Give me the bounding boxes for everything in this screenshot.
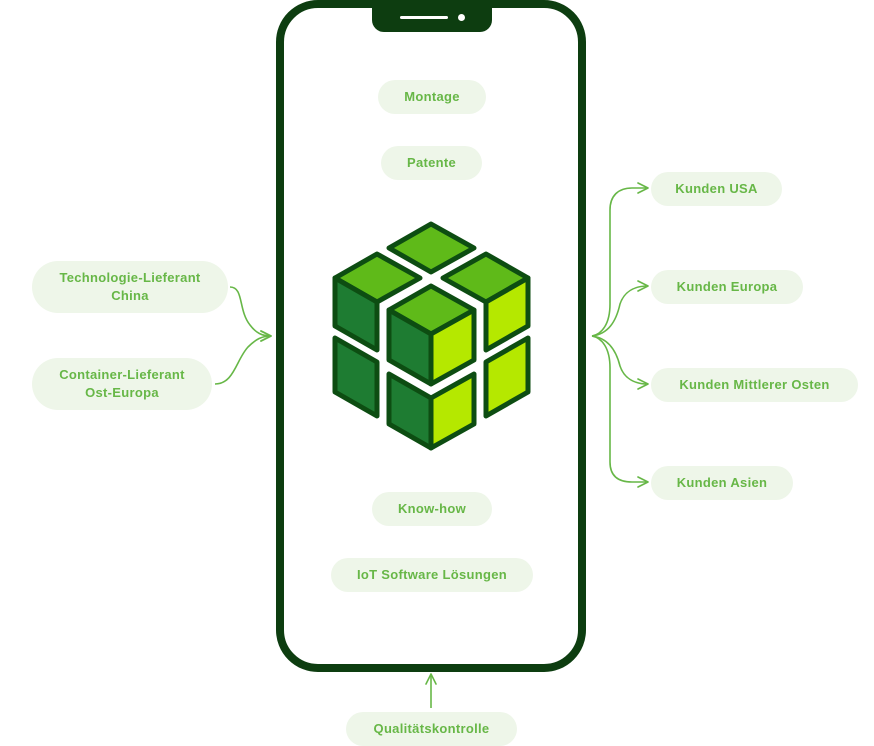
pill-montage: Montage xyxy=(378,80,486,114)
cube-right-bottom xyxy=(483,335,531,419)
arrow-kunden-asien xyxy=(591,335,649,488)
arrow-china xyxy=(229,286,272,342)
pill-montage-label: Montage xyxy=(404,89,460,104)
pill-qualitaetskontrolle-label: Qualitätskontrolle xyxy=(373,721,490,736)
pill-patente-label: Patente xyxy=(406,155,457,170)
supplier-china-line1: Technologie-Lieferant xyxy=(59,270,201,285)
pill-kunden-asien-label: Kunden Asien xyxy=(676,475,768,490)
pill-kunden-asien: Kunden Asien xyxy=(651,466,793,500)
notch-camera xyxy=(458,14,465,21)
pill-knowhow: Know-how xyxy=(372,492,492,526)
pill-kunden-europa: Kunden Europa xyxy=(651,270,803,304)
pill-kunden-mittlerer-osten: Kunden Mittlerer Osten xyxy=(651,368,858,402)
pill-container-lieferant: Container-Lieferant Ost-Europa xyxy=(32,358,212,410)
supplier-china-line2: China xyxy=(111,288,149,303)
pill-kunden-europa-label: Kunden Europa xyxy=(676,279,778,294)
pill-technologie-lieferant: Technologie-Lieferant China xyxy=(32,261,228,313)
pill-knowhow-label: Know-how xyxy=(397,501,467,516)
pill-iot-software-label: IoT Software Lösungen xyxy=(356,567,508,582)
cube-left-bottom xyxy=(332,335,380,419)
supplier-europe-line2: Ost-Europa xyxy=(85,385,159,400)
arrow-osteuropa xyxy=(214,330,272,385)
supplier-europe-line1: Container-Lieferant xyxy=(59,367,185,382)
supplier-connectors xyxy=(214,286,272,385)
cube-front-top xyxy=(386,283,477,387)
notch-speaker xyxy=(400,16,448,19)
pill-patente: Patente xyxy=(381,146,482,180)
customer-connectors xyxy=(591,182,649,488)
pill-kunden-mittlerer-osten-label: Kunden Mittlerer Osten xyxy=(679,377,830,392)
cube-right-top xyxy=(440,251,531,353)
green-cube-logo xyxy=(332,221,531,451)
pill-qualitaetskontrolle: Qualitätskontrolle xyxy=(346,712,517,746)
cube-back xyxy=(386,221,477,275)
cube-front-bottom xyxy=(386,371,477,451)
pill-kunden-usa-label: Kunden USA xyxy=(675,181,758,196)
pill-iot-software: IoT Software Lösungen xyxy=(331,558,533,592)
arrow-kunden-mittlerer-osten xyxy=(591,335,649,390)
cube-left-top xyxy=(332,251,423,353)
pill-kunden-usa: Kunden USA xyxy=(651,172,782,206)
phone-notch xyxy=(372,0,492,32)
arrow-kunden-europa xyxy=(591,280,649,337)
arrow-kunden-usa xyxy=(591,182,649,337)
